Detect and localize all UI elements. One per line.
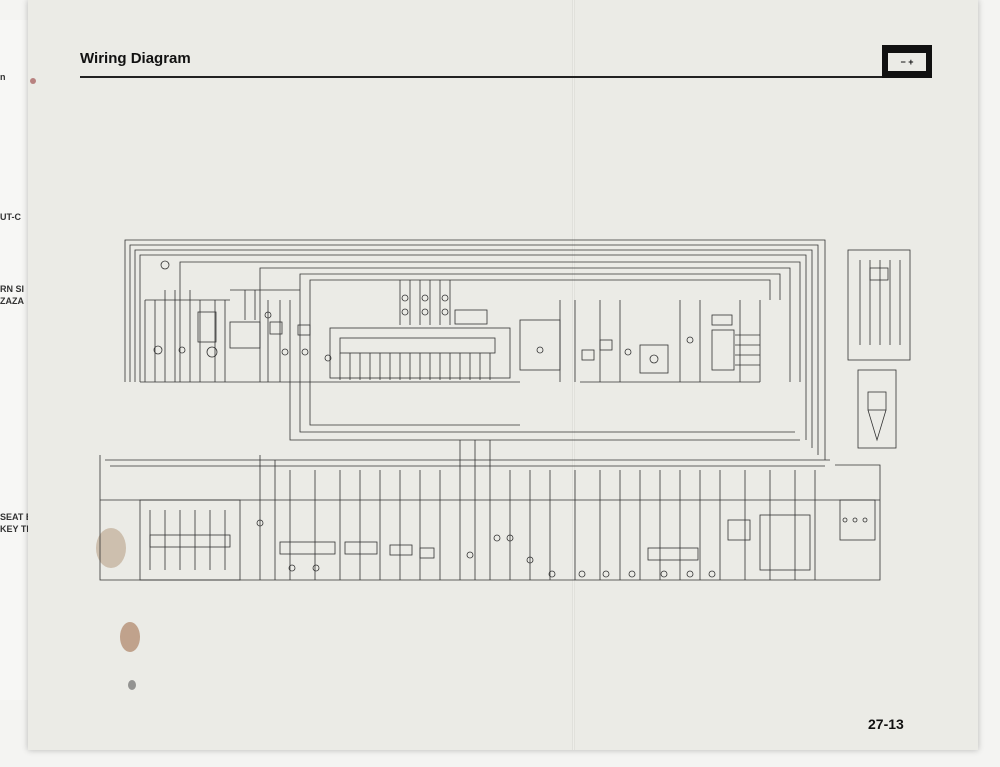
- stain-spot: [96, 528, 126, 568]
- stain-spot: [128, 680, 136, 690]
- stain-spot: [30, 78, 36, 84]
- underlying-text-fragment: SEAT BE: [0, 512, 39, 522]
- page-number: 27-13: [868, 716, 904, 732]
- underlying-text-fragment: RN SI: [0, 284, 25, 294]
- page-fold: [572, 0, 575, 750]
- title-rule: [80, 76, 932, 78]
- battery-icon: − +: [882, 45, 932, 78]
- emission-control-unit: [329, 280, 511, 380]
- underlying-text-fragment: ZAZA: [0, 296, 24, 306]
- upper-harness: [124, 239, 826, 460]
- underlying-text-fragment: KEY TI: [0, 524, 29, 534]
- underlying-text-fragment: UT-C: [0, 212, 21, 222]
- page-title: Wiring Diagram: [80, 50, 191, 67]
- underlying-text-fragment: n: [0, 72, 6, 82]
- stain-spot: [120, 622, 140, 652]
- side-inset-boxes: [847, 249, 911, 449]
- battery-terminals: − +: [888, 53, 926, 71]
- manual-page: [28, 0, 978, 750]
- lower-harness: [99, 440, 881, 581]
- radio-and-speakers: [519, 300, 761, 382]
- engine-components: [144, 260, 332, 382]
